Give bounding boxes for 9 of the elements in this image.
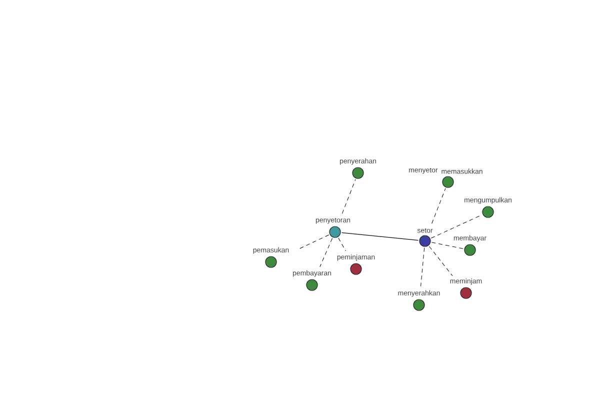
connector — [428, 246, 453, 276]
connector — [431, 242, 464, 249]
connector — [320, 238, 333, 268]
connector — [342, 179, 356, 214]
connector — [432, 188, 446, 224]
connector — [298, 234, 330, 250]
connector — [338, 238, 346, 252]
connector — [341, 232, 419, 241]
connector — [420, 248, 425, 287]
